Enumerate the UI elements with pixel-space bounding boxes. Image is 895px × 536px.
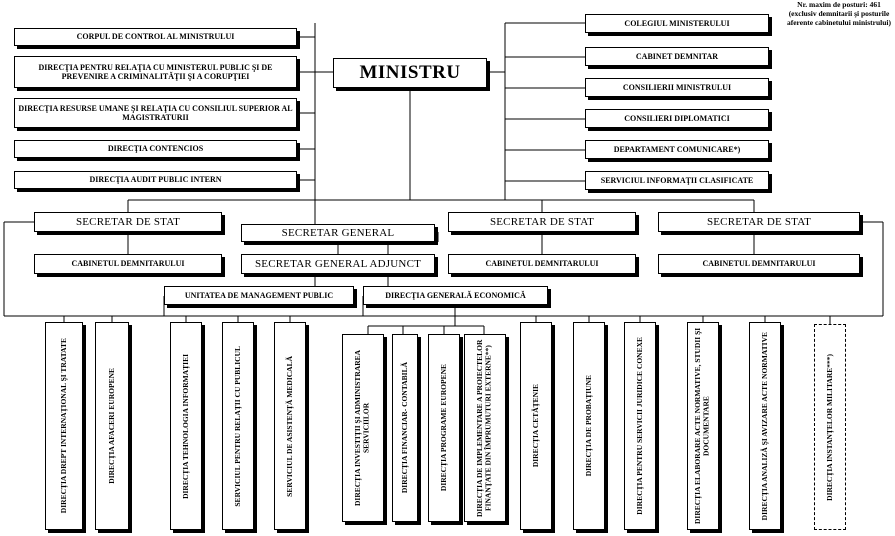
bottom-unit-analiza-avizare: DIRECŢIA ANALIZĂ ŞI AVIZARE ACTE NORMATI… — [749, 322, 781, 530]
bottom-unit-drept-international: DIRECŢIA DREPT INTERNAŢIONAL ŞI TRATATE — [45, 322, 83, 530]
left-unit-contencios: DIRECŢIA CONTENCIOS — [14, 140, 297, 158]
secretar-de-stat-1: SECRETAR DE STAT — [34, 212, 222, 232]
bottom-unit-tehnologia-informatiei: DIRECŢIA TEHNOLOGIA INFORMAŢIEI — [170, 322, 202, 530]
right-unit-consilieri-diplomatici: CONSILIERI DIPLOMATICI — [585, 109, 769, 128]
bottom-unit-programe-europene: DIRECŢIA PROGRAME EUROPENE — [428, 334, 460, 522]
bottom-unit-investitii: DIRECŢIA INVESTIŢII ŞI ADMINISTRAREA SER… — [342, 334, 384, 522]
left-unit-control: CORPUL DE CONTROL AL MINISTRULUI — [14, 28, 297, 46]
left-unit-ministerul-public: DIRECŢIA PENTRU RELAŢIA CU MINISTERUL PU… — [14, 56, 297, 88]
right-unit-cabinet-demnitar: CABINET DEMNITAR — [585, 47, 769, 66]
ministru-box: MINISTRU — [333, 58, 487, 88]
bottom-unit-servicii-juridice-conexe: DIRECŢIA PENTRU SERVICII JURIDICE CONEXE — [624, 322, 656, 530]
bottom-unit-instante-militare: DIRECŢIA INSTANŢELOR MILITARE***) — [814, 324, 846, 530]
secretar-general: SECRETAR GENERAL — [241, 224, 435, 242]
cabinetul-demnitarului-1: CABINETUL DEMNITARULUI — [34, 254, 222, 274]
bottom-unit-asistenta-medicala: SERVICIUL DE ASISTENŢĂ MEDICALĂ — [274, 322, 306, 530]
secretar-de-stat-2: SECRETAR DE STAT — [448, 212, 636, 232]
unitatea-management-public: UNITATEA DE MANAGEMENT PUBLIC — [164, 286, 354, 305]
left-unit-resurse-umane: DIRECŢIA RESURSE UMANE ŞI RELAŢIA CU CON… — [14, 98, 297, 128]
directia-generala-economica: DIRECŢIA GENERALĂ ECONOMICĂ — [363, 286, 548, 305]
secretar-general-adjunct: SECRETAR GENERAL ADJUNCT — [241, 254, 435, 274]
bottom-unit-afaceri-europene: DIRECŢIA AFACERI EUROPENE — [95, 322, 129, 530]
bottom-unit-elaborare-acte-normative: DIRECŢIA ELABORARE ACTE NORMATIVE, STUDI… — [687, 322, 719, 530]
right-unit-consilierii: CONSILIERII MINISTRULUI — [585, 78, 769, 97]
bottom-unit-implementare-proiecte: DIRECŢIA DE IMPLEMENTARE A PROIECTELOR F… — [464, 334, 506, 522]
cabinetul-demnitarului-3: CABINETUL DEMNITARULUI — [658, 254, 860, 274]
staff-note: Nr. maxim de posturi: 461 (exclusiv demn… — [786, 0, 892, 27]
right-unit-departament-comunicare: DEPARTAMENT COMUNICARE*) — [585, 140, 769, 159]
bottom-unit-financiar-contabila: DIRECŢIA FINANCIAR- CONTABILĂ — [392, 334, 418, 522]
bottom-unit-probatiune: DIRECŢIA DE PROBAŢIUNE — [573, 322, 605, 530]
right-unit-informatii-clasificate: SERVICIUL INFORMAŢII CLASIFICATE — [585, 171, 769, 190]
left-unit-audit: DIRECŢIA AUDIT PUBLIC INTERN — [14, 171, 297, 189]
right-unit-colegiul: COLEGIUL MINISTERULUI — [585, 14, 769, 33]
bottom-unit-cetatenie: DIRECŢIA CETĂŢENIE — [520, 322, 552, 530]
secretar-de-stat-3: SECRETAR DE STAT — [658, 212, 860, 232]
cabinetul-demnitarului-2: CABINETUL DEMNITARULUI — [448, 254, 636, 274]
bottom-unit-relatii-public: SERVICIUL PENTRU RELAŢII CU PUBLICUL — [222, 322, 254, 530]
